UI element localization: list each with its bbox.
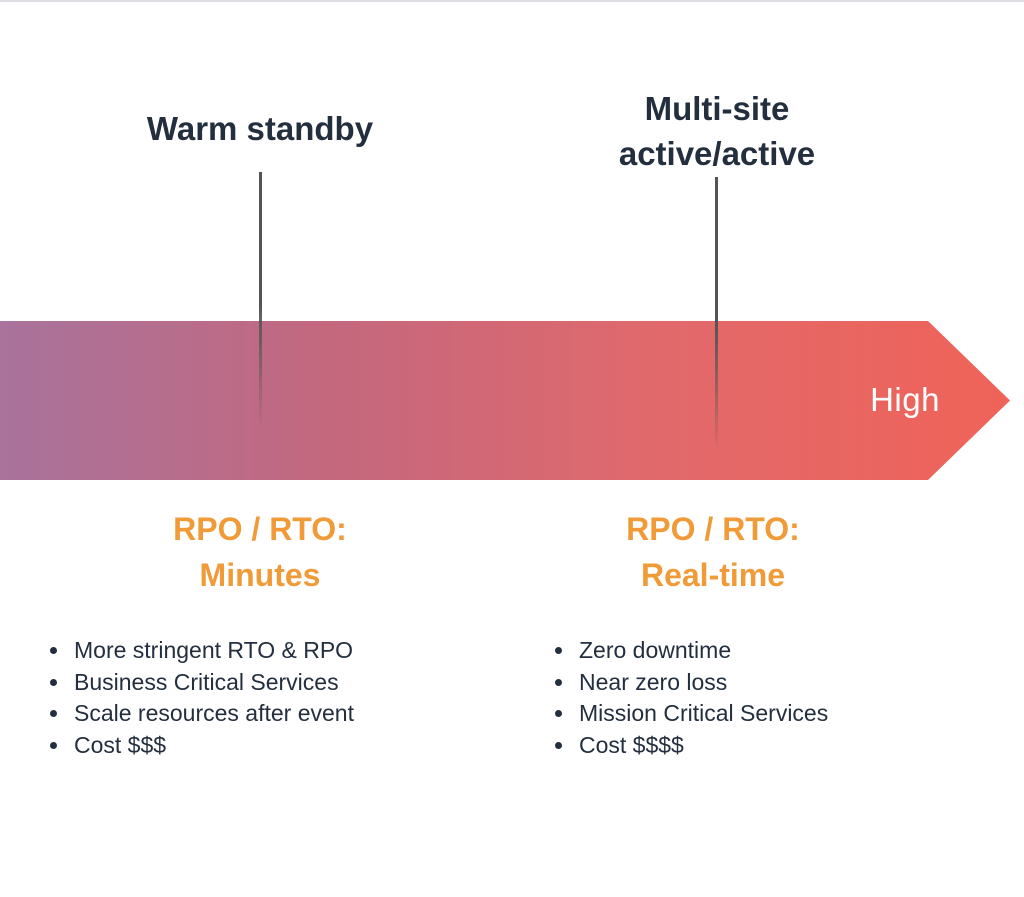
list-item-text: Business Critical Services <box>74 668 339 695</box>
list-item: Cost $$$ <box>46 730 354 762</box>
rpo-rto-label: RPO / RTO: <box>173 511 347 547</box>
bullet-icon <box>555 741 562 749</box>
bullet-icon <box>555 647 562 655</box>
bullet-icon <box>555 678 562 686</box>
rpo-rto-value: Minutes <box>199 557 321 593</box>
list-item-text: Cost $$$ <box>74 731 167 758</box>
list-item-text: Scale resources after event <box>74 700 354 727</box>
list-item: Near zero loss <box>551 667 828 699</box>
strategy-title-line: active/active <box>618 135 816 172</box>
strategy-title-line: Multi-site <box>644 90 790 127</box>
list-item-text: Mission Critical Services <box>579 700 829 727</box>
list-item-text: Near zero loss <box>579 668 728 695</box>
bullet-icon <box>50 678 57 686</box>
warm-standby-tick-line <box>259 172 262 428</box>
strategy-title-line: Warm standby <box>146 110 374 147</box>
rpo-rto-label: RPO / RTO: <box>626 511 800 547</box>
list-item-text: Cost $$$$ <box>579 731 684 758</box>
warm-standby-bullet-list: More stringent RTO & RPO Business Critic… <box>46 635 354 761</box>
list-item: Cost $$$$ <box>551 730 828 762</box>
strategy-title-multi-site: Multi-site active/active <box>542 86 892 176</box>
list-item-text: More stringent RTO & RPO <box>74 637 354 664</box>
bullet-icon <box>50 741 57 749</box>
bullet-icon <box>50 710 57 718</box>
list-item: Mission Critical Services <box>551 698 828 730</box>
strategy-title-warm-standby: Warm standby <box>85 106 435 151</box>
arrow-shape <box>0 321 1010 480</box>
axis-end-label: High <box>870 381 940 418</box>
list-item: Scale resources after event <box>46 698 354 730</box>
list-item: Business Critical Services <box>46 667 354 699</box>
list-item-text: Zero downtime <box>579 637 732 664</box>
bullet-icon <box>555 710 562 718</box>
rpo-rto-value: Real-time <box>640 557 786 593</box>
gradient-arrow <box>0 321 1010 480</box>
multi-site-bullet-list: Zero downtime Near zero loss Mission Cri… <box>551 635 828 761</box>
rpo-rto-block-multi-site: RPO / RTO: Real-time <box>538 506 888 598</box>
list-item: Zero downtime <box>551 635 828 667</box>
list-item: More stringent RTO & RPO <box>46 635 354 667</box>
bullet-icon <box>50 647 57 655</box>
multi-site-tick-line <box>715 177 718 453</box>
frame-top-edge <box>0 0 1024 2</box>
rpo-rto-block-warm-standby: RPO / RTO: Minutes <box>85 506 435 598</box>
